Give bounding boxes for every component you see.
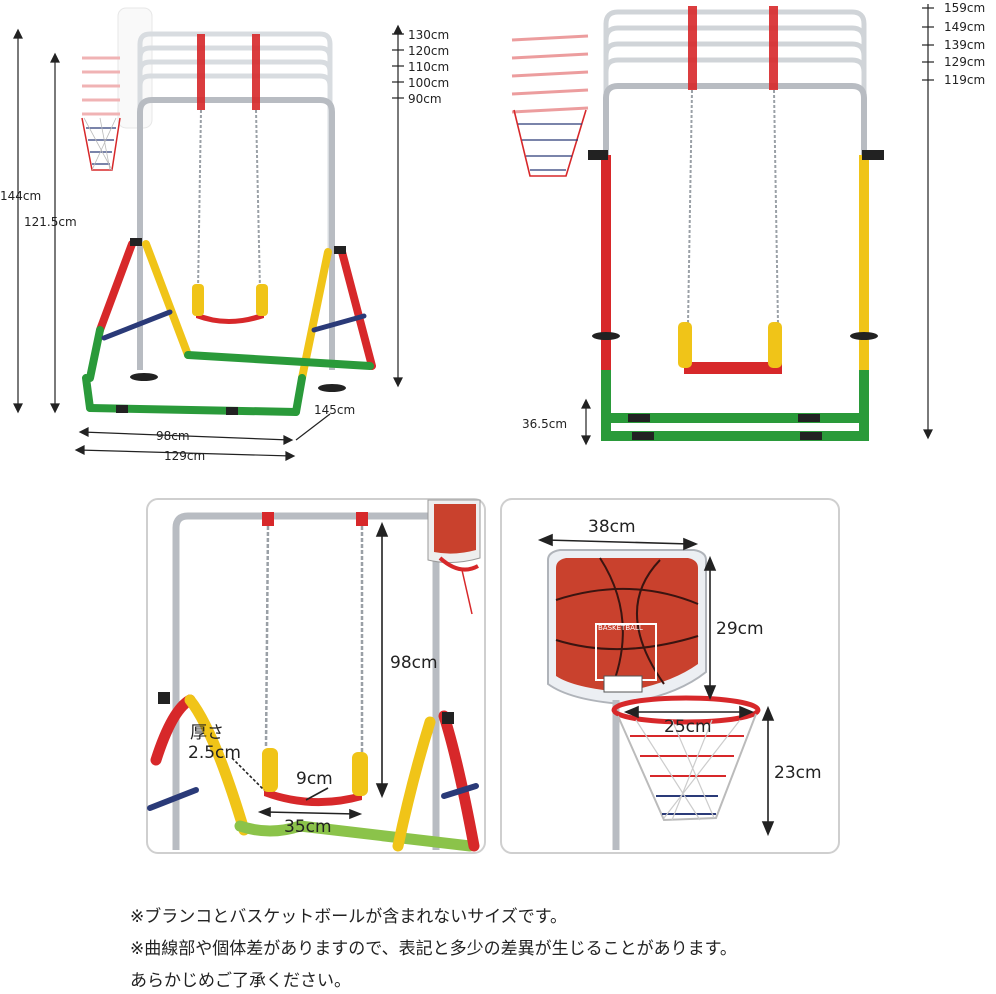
dimension-lines <box>13 24 404 461</box>
board-height-label: 29cm <box>716 619 764 639</box>
outer-width-label: 129cm <box>164 449 205 463</box>
net-length-label: 23cm <box>774 763 822 783</box>
height-label-100: 100cm <box>408 76 449 90</box>
swing-chains <box>197 109 261 291</box>
height-label-159: 159cm <box>944 1 985 15</box>
basketball-backboard <box>427 499 481 615</box>
dimension-lines <box>537 533 775 837</box>
frame-knobs <box>588 150 884 440</box>
panel-c-diagram: 98cm 厚さ 2.5cm 9cm 35cm <box>147 499 481 852</box>
swing-chains <box>264 525 364 752</box>
swing-top-bar <box>603 83 867 160</box>
height-label-119: 119cm <box>944 73 985 87</box>
swing-hangers <box>688 6 778 90</box>
board-width-label: 38cm <box>588 517 636 537</box>
basketball-net <box>513 109 587 177</box>
basketball-net <box>81 117 121 171</box>
height-label-130: 130cm <box>408 28 449 42</box>
thickness-title: 厚さ <box>190 723 224 743</box>
swing-top-bar <box>137 97 335 370</box>
chain-length-label: 98cm <box>390 653 438 673</box>
height-label-149: 149cm <box>944 20 985 34</box>
swing-hangers <box>262 512 368 526</box>
height-label-90: 90cm <box>408 92 442 106</box>
basketball-rim <box>611 695 761 725</box>
height-label-129: 129cm <box>944 55 985 69</box>
thickness-label: 2.5cm <box>188 743 241 763</box>
panel-b-diagram: 159cm 149cm 139cm 129cm 119cm 36.5cm <box>511 1 985 446</box>
height-ghost-bars <box>137 31 333 260</box>
total-height-label: 144cm <box>0 189 41 203</box>
seat-depth-label: 9cm <box>296 769 333 789</box>
swing-chains <box>687 89 779 325</box>
swing-top-bar <box>172 512 440 850</box>
rim-height-label: 121.5cm <box>24 215 77 229</box>
swing-hangers <box>197 34 260 110</box>
basketball-backboard <box>547 549 707 706</box>
basketball-net <box>617 713 757 822</box>
frame-posts <box>601 155 869 441</box>
dimension-lines <box>581 4 934 446</box>
note-apology: あらかじめご了承ください。 <box>130 971 351 991</box>
height-label-120: 120cm <box>408 44 449 58</box>
height-label-110: 110cm <box>408 60 449 74</box>
panel-a-diagram: 130cm 120cm 110cm 100cm 90cm 144cm 121.5… <box>0 7 449 463</box>
height-ghost-bars <box>603 9 867 150</box>
depth-label: 145cm <box>314 403 355 417</box>
swing-seat <box>192 284 268 324</box>
backboard-text: BASKETBALL <box>598 624 643 632</box>
note-variance: ※曲線部や個体差がありますので、表記と多少の差異が生じることがあります。 <box>130 939 737 959</box>
inner-width-label: 98cm <box>156 429 190 443</box>
height-label-139: 139cm <box>944 38 985 52</box>
seat-width-label: 35cm <box>284 817 332 837</box>
seat-height-label: 36.5cm <box>522 417 567 431</box>
swing-seat <box>678 322 782 374</box>
rim-diameter-label: 25cm <box>664 717 712 737</box>
basketball-hoop-ghost <box>511 34 589 114</box>
panel-d-diagram: BASKETBALL 38cm 29cm 25cm 23cm <box>537 517 822 850</box>
frame-knobs <box>158 692 454 724</box>
swing-seat <box>262 748 368 807</box>
foot-pads <box>116 238 346 415</box>
dimension-lines <box>231 521 389 820</box>
note-size-exclusion: ※ブランコとバスケットボールが含まれないサイズです。 <box>130 907 568 927</box>
frame-legs <box>147 694 480 852</box>
